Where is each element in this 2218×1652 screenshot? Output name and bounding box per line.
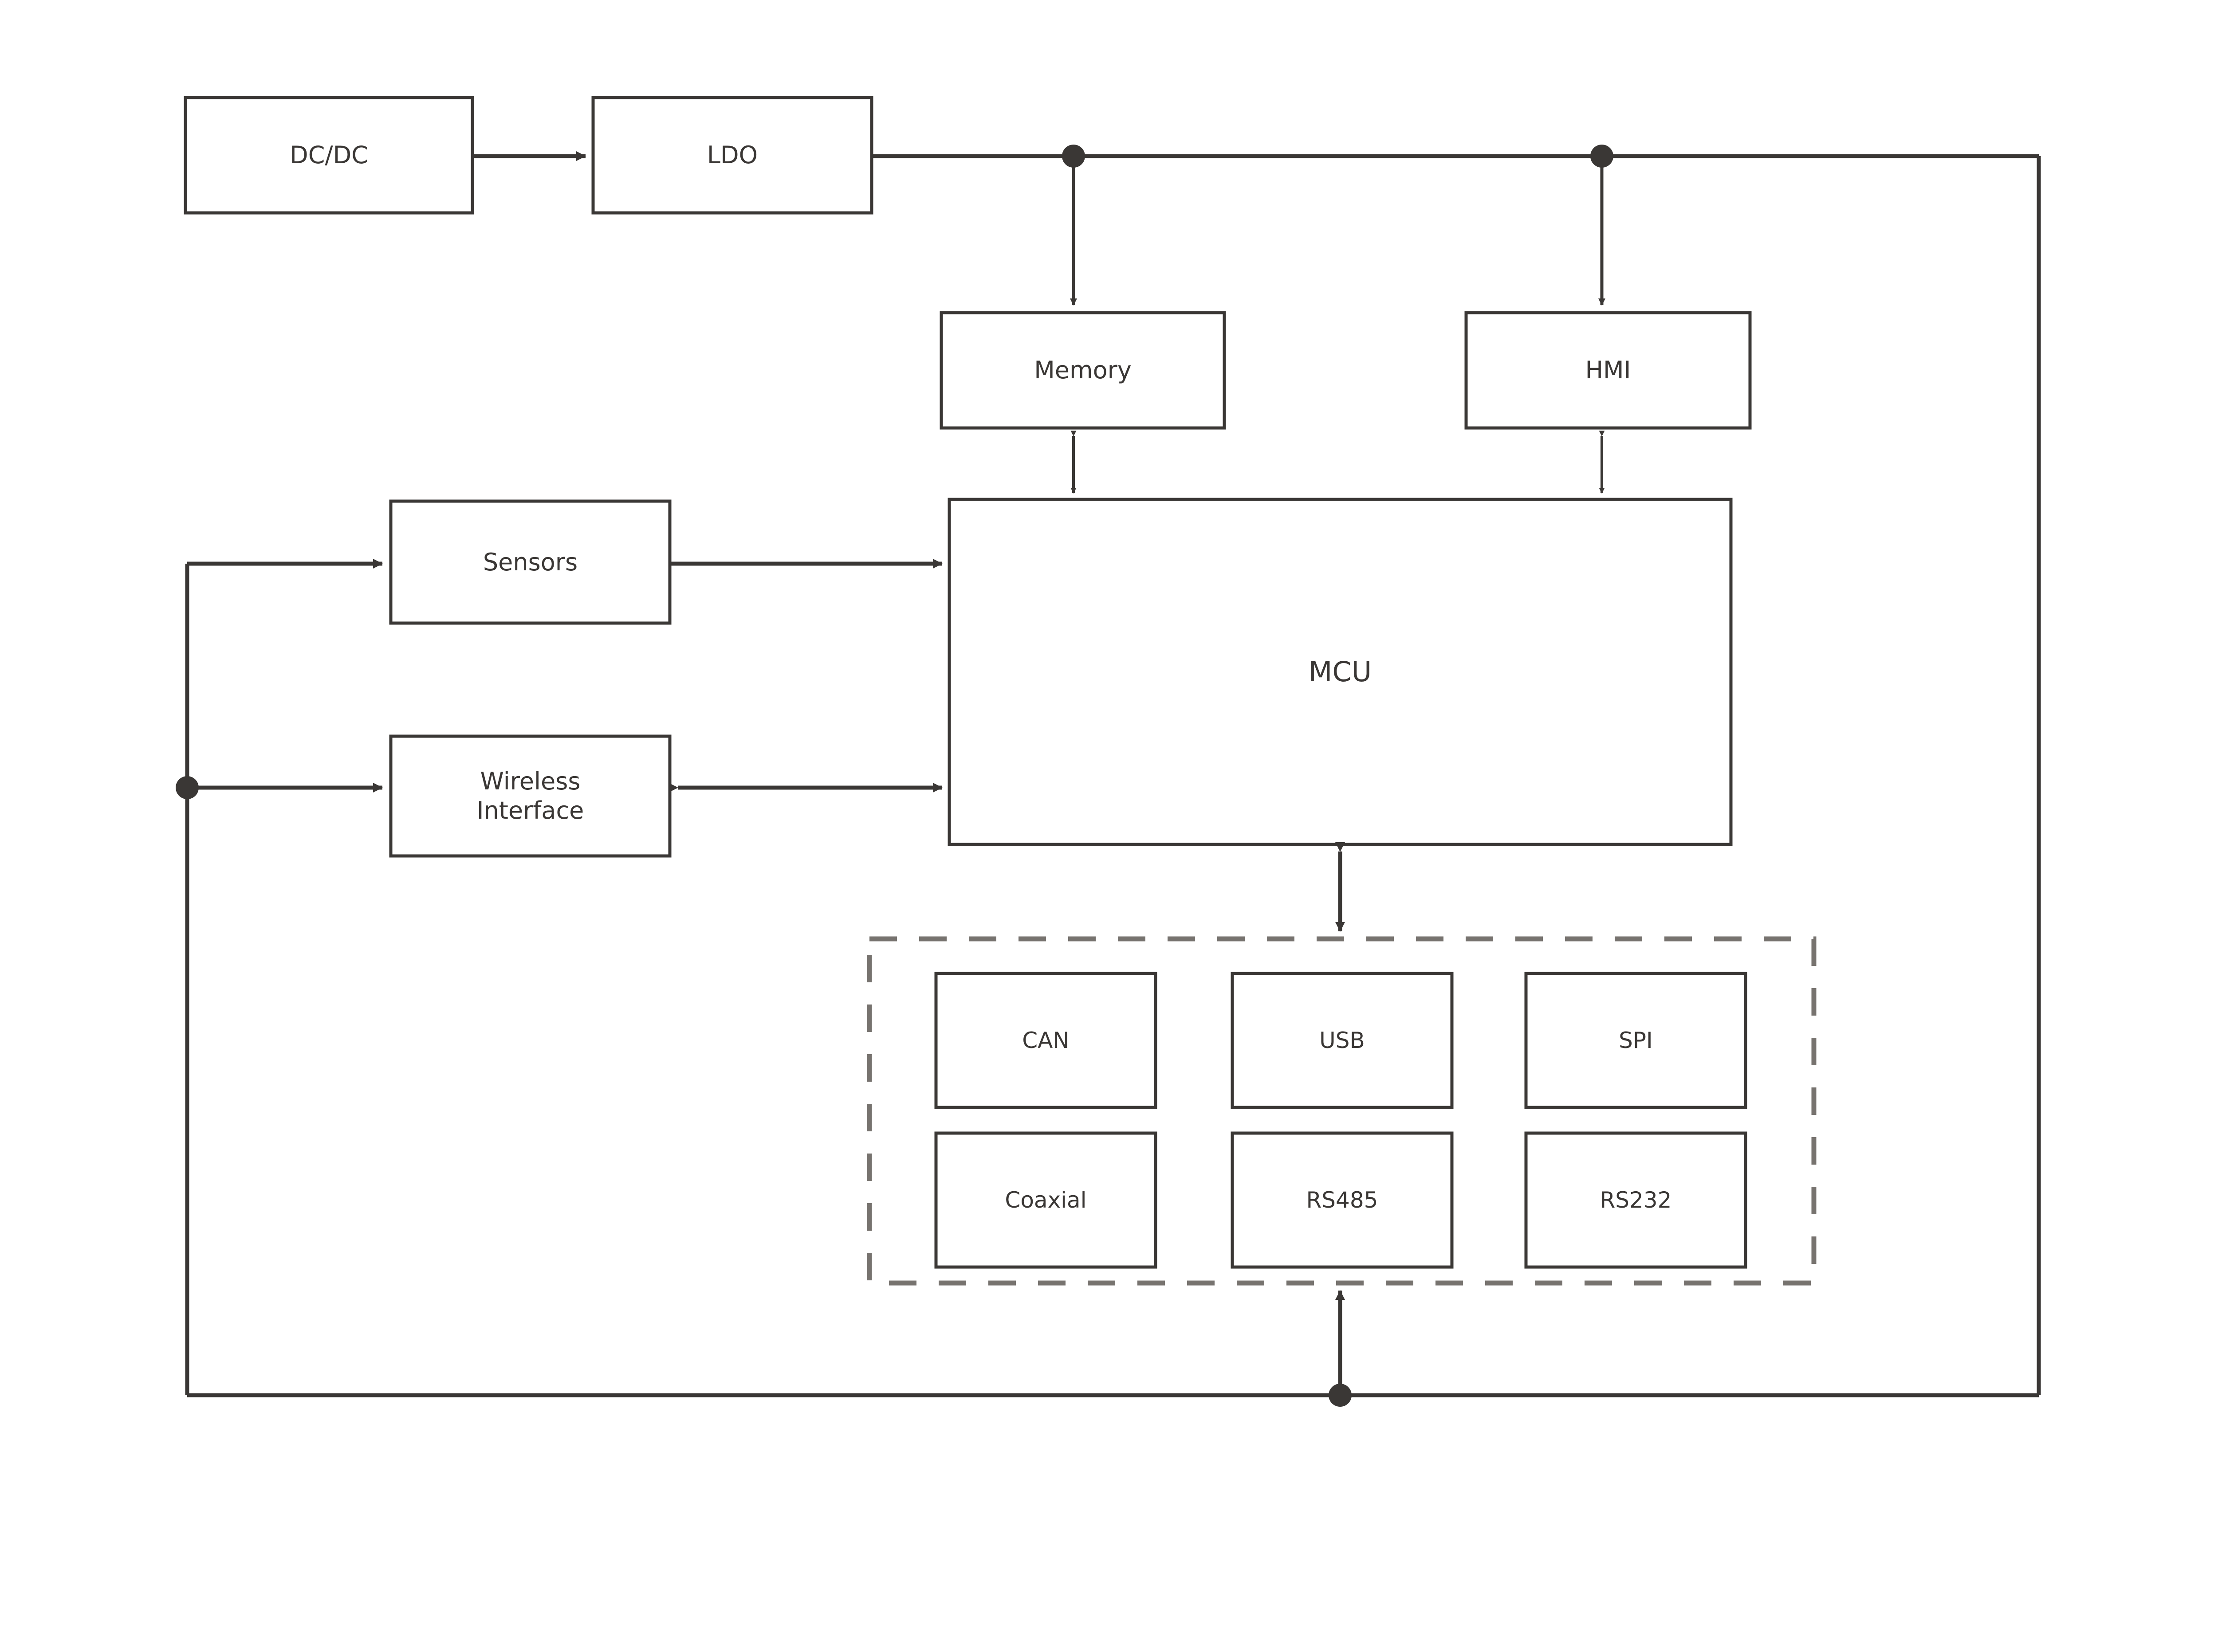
block-hmi[interactable] xyxy=(1464,311,1752,430)
block-can[interactable] xyxy=(934,972,1157,1109)
block-wireless-interface[interactable] xyxy=(389,734,672,858)
block-sensors[interactable] xyxy=(389,499,672,625)
group-box-peripheral-interfaces xyxy=(867,936,1817,1286)
junction-dots xyxy=(176,145,1613,1407)
block-ldo[interactable] xyxy=(591,96,873,215)
block-rs485[interactable] xyxy=(1231,1131,1454,1269)
block-dcdc[interactable] xyxy=(184,96,474,215)
block-mcu[interactable] xyxy=(948,498,1733,846)
block-coaxial[interactable] xyxy=(934,1131,1157,1269)
block-spi[interactable] xyxy=(1524,972,1747,1109)
block-memory[interactable] xyxy=(940,311,1226,430)
junction-dot-hmi-tap xyxy=(1590,145,1613,168)
block-rs232[interactable] xyxy=(1524,1131,1747,1269)
junction-dot-memory-tap xyxy=(1062,145,1085,168)
block-usb[interactable] xyxy=(1231,972,1454,1109)
junction-dot-bottom-rail-tap xyxy=(1329,1384,1352,1407)
junction-dot-left-rail-tap xyxy=(176,776,199,799)
